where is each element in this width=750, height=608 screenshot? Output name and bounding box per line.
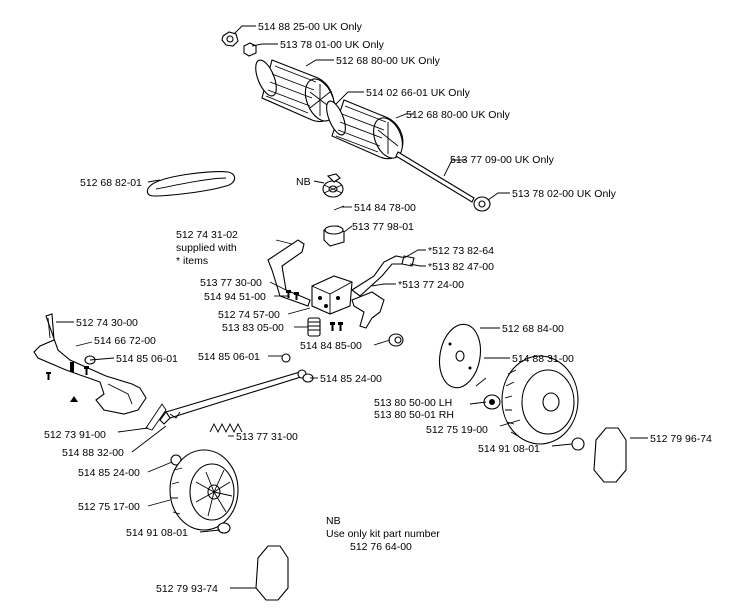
label-514-85-24-00-a: 514 85 24-00 <box>320 373 382 385</box>
pin-part-right <box>475 377 487 387</box>
cap-part <box>323 225 345 247</box>
label-512-79-93-74: 512 79 93-74 <box>156 583 218 595</box>
arm-part <box>351 291 385 329</box>
label-512-68-80-00-b: 512 68 80-00 UK Only <box>406 109 511 121</box>
label-514-91-08-01-a: 514 91 08-01 <box>478 443 540 455</box>
label-512-74-57-00: 512 74 57-00 <box>218 309 280 321</box>
label-513-77-31-00: 513 77 31-00 <box>236 431 298 443</box>
label-513-80-50-01-rh: 513 80 50-01 RH <box>374 409 454 421</box>
label-513-83-05-00: 513 83 05-00 <box>222 322 284 334</box>
label-512-73-91-00: 512 73 91-00 <box>44 429 106 441</box>
label-513-78-01-00: 513 78 01-00 UK Only <box>280 39 385 51</box>
label-514-84-85-00: 514 84 85-00 <box>300 340 362 352</box>
front-wheel-left <box>169 449 239 531</box>
label-513-77-24-00: *513 77 24-00 <box>398 279 464 291</box>
label-514-84-78-00: 514 84 78-00 <box>354 202 416 214</box>
label-512-73-82-64: *512 73 82-64 <box>428 245 494 257</box>
label-514-88-31-00: 514 88 31-00 <box>512 353 574 365</box>
kit-note: NB Use only kit part number 512 76 64-00 <box>326 515 440 553</box>
small-nut-mid <box>281 353 291 363</box>
long-axle-rod <box>159 369 307 425</box>
wire-spring-clip <box>145 403 181 431</box>
label-512-68-80-00-a: 512 68 80-00 UK Only <box>336 55 441 67</box>
brush-roller-2 <box>326 99 404 160</box>
hub-cover-left <box>255 545 289 601</box>
bushing-part <box>388 333 404 347</box>
label-514-85-24-00-b: 514 85 24-00 <box>78 467 140 479</box>
clip-part <box>243 42 257 57</box>
gear-part <box>322 173 344 198</box>
small-bolts-left <box>46 362 89 402</box>
label-supplied-with: supplied with <box>176 242 237 254</box>
label-514-85-06-01-b: 514 85 06-01 <box>198 351 260 363</box>
label-514-91-08-01-b: 514 91 08-01 <box>126 527 188 539</box>
label-514-88-32-00: 514 88 32-00 <box>62 447 124 459</box>
label-512-75-19-00: 512 75 19-00 <box>426 424 488 436</box>
wheel-cap-right <box>571 437 585 451</box>
label-514-02-66-01: 514 02 66-01 UK Only <box>366 87 471 99</box>
label-512-68-82-01: 512 68 82-01 <box>80 177 142 189</box>
label-nb-gear: NB <box>296 176 311 188</box>
rear-wheel-right <box>501 355 579 445</box>
label-star-items: * items <box>176 255 208 267</box>
label-513-77-09-00: 513 77 09-00 UK Only <box>450 154 555 166</box>
small-nut-part <box>221 31 239 47</box>
leader-lines <box>56 25 648 589</box>
label-513-77-98-01: 513 77 98-01 <box>352 221 414 233</box>
label-512-74-31-02: 512 74 31-02 <box>176 229 238 241</box>
label-512-68-84-00: 512 68 84-00 <box>502 323 564 335</box>
label-513-82-47-00: *513 82 47-00 <box>428 261 494 273</box>
spring-part <box>307 317 321 337</box>
height-adjust-lever <box>33 313 147 415</box>
gear-nut-right <box>483 394 501 410</box>
shaft-end-nut <box>473 196 491 212</box>
screws <box>286 290 343 331</box>
part-labels: 514 88 25-00 UK Only 513 78 01-00 UK Onl… <box>44 21 712 595</box>
label-514-85-06-01-a: 514 85 06-01 <box>116 353 178 365</box>
brush-roller-1 <box>255 59 336 123</box>
note-line-2: 512 76 64-00 <box>350 541 412 553</box>
label-514-88-25-00: 514 88 25-00 UK Only <box>258 21 363 33</box>
note-line-1: Use only kit part number <box>326 528 440 540</box>
label-512-74-30-00: 512 74 30-00 <box>76 317 138 329</box>
label-512-79-96-74: 512 79 96-74 <box>650 433 712 445</box>
label-513-77-30-00: 513 77 30-00 <box>200 277 262 289</box>
label-514-94-51-00: 514 94 51-00 <box>204 291 266 303</box>
note-title: NB <box>326 515 341 527</box>
label-514-66-72-00: 514 66 72-00 <box>94 335 156 347</box>
label-513-78-02-00: 513 78 02-00 UK Only <box>512 188 617 200</box>
hub-cover-right <box>593 427 627 483</box>
lever-part <box>351 255 415 297</box>
wheel-disc-large <box>438 323 482 389</box>
label-512-75-17-00: 512 75 17-00 <box>78 501 140 513</box>
wheel-cap-left <box>217 522 231 534</box>
label-513-80-50-00-lh: 513 80 50-00 LH <box>374 397 452 409</box>
coil-spring-part <box>209 422 243 434</box>
roller-shaft <box>395 151 475 203</box>
gearbox-housing <box>311 275 353 315</box>
drive-belt-part <box>146 171 236 197</box>
